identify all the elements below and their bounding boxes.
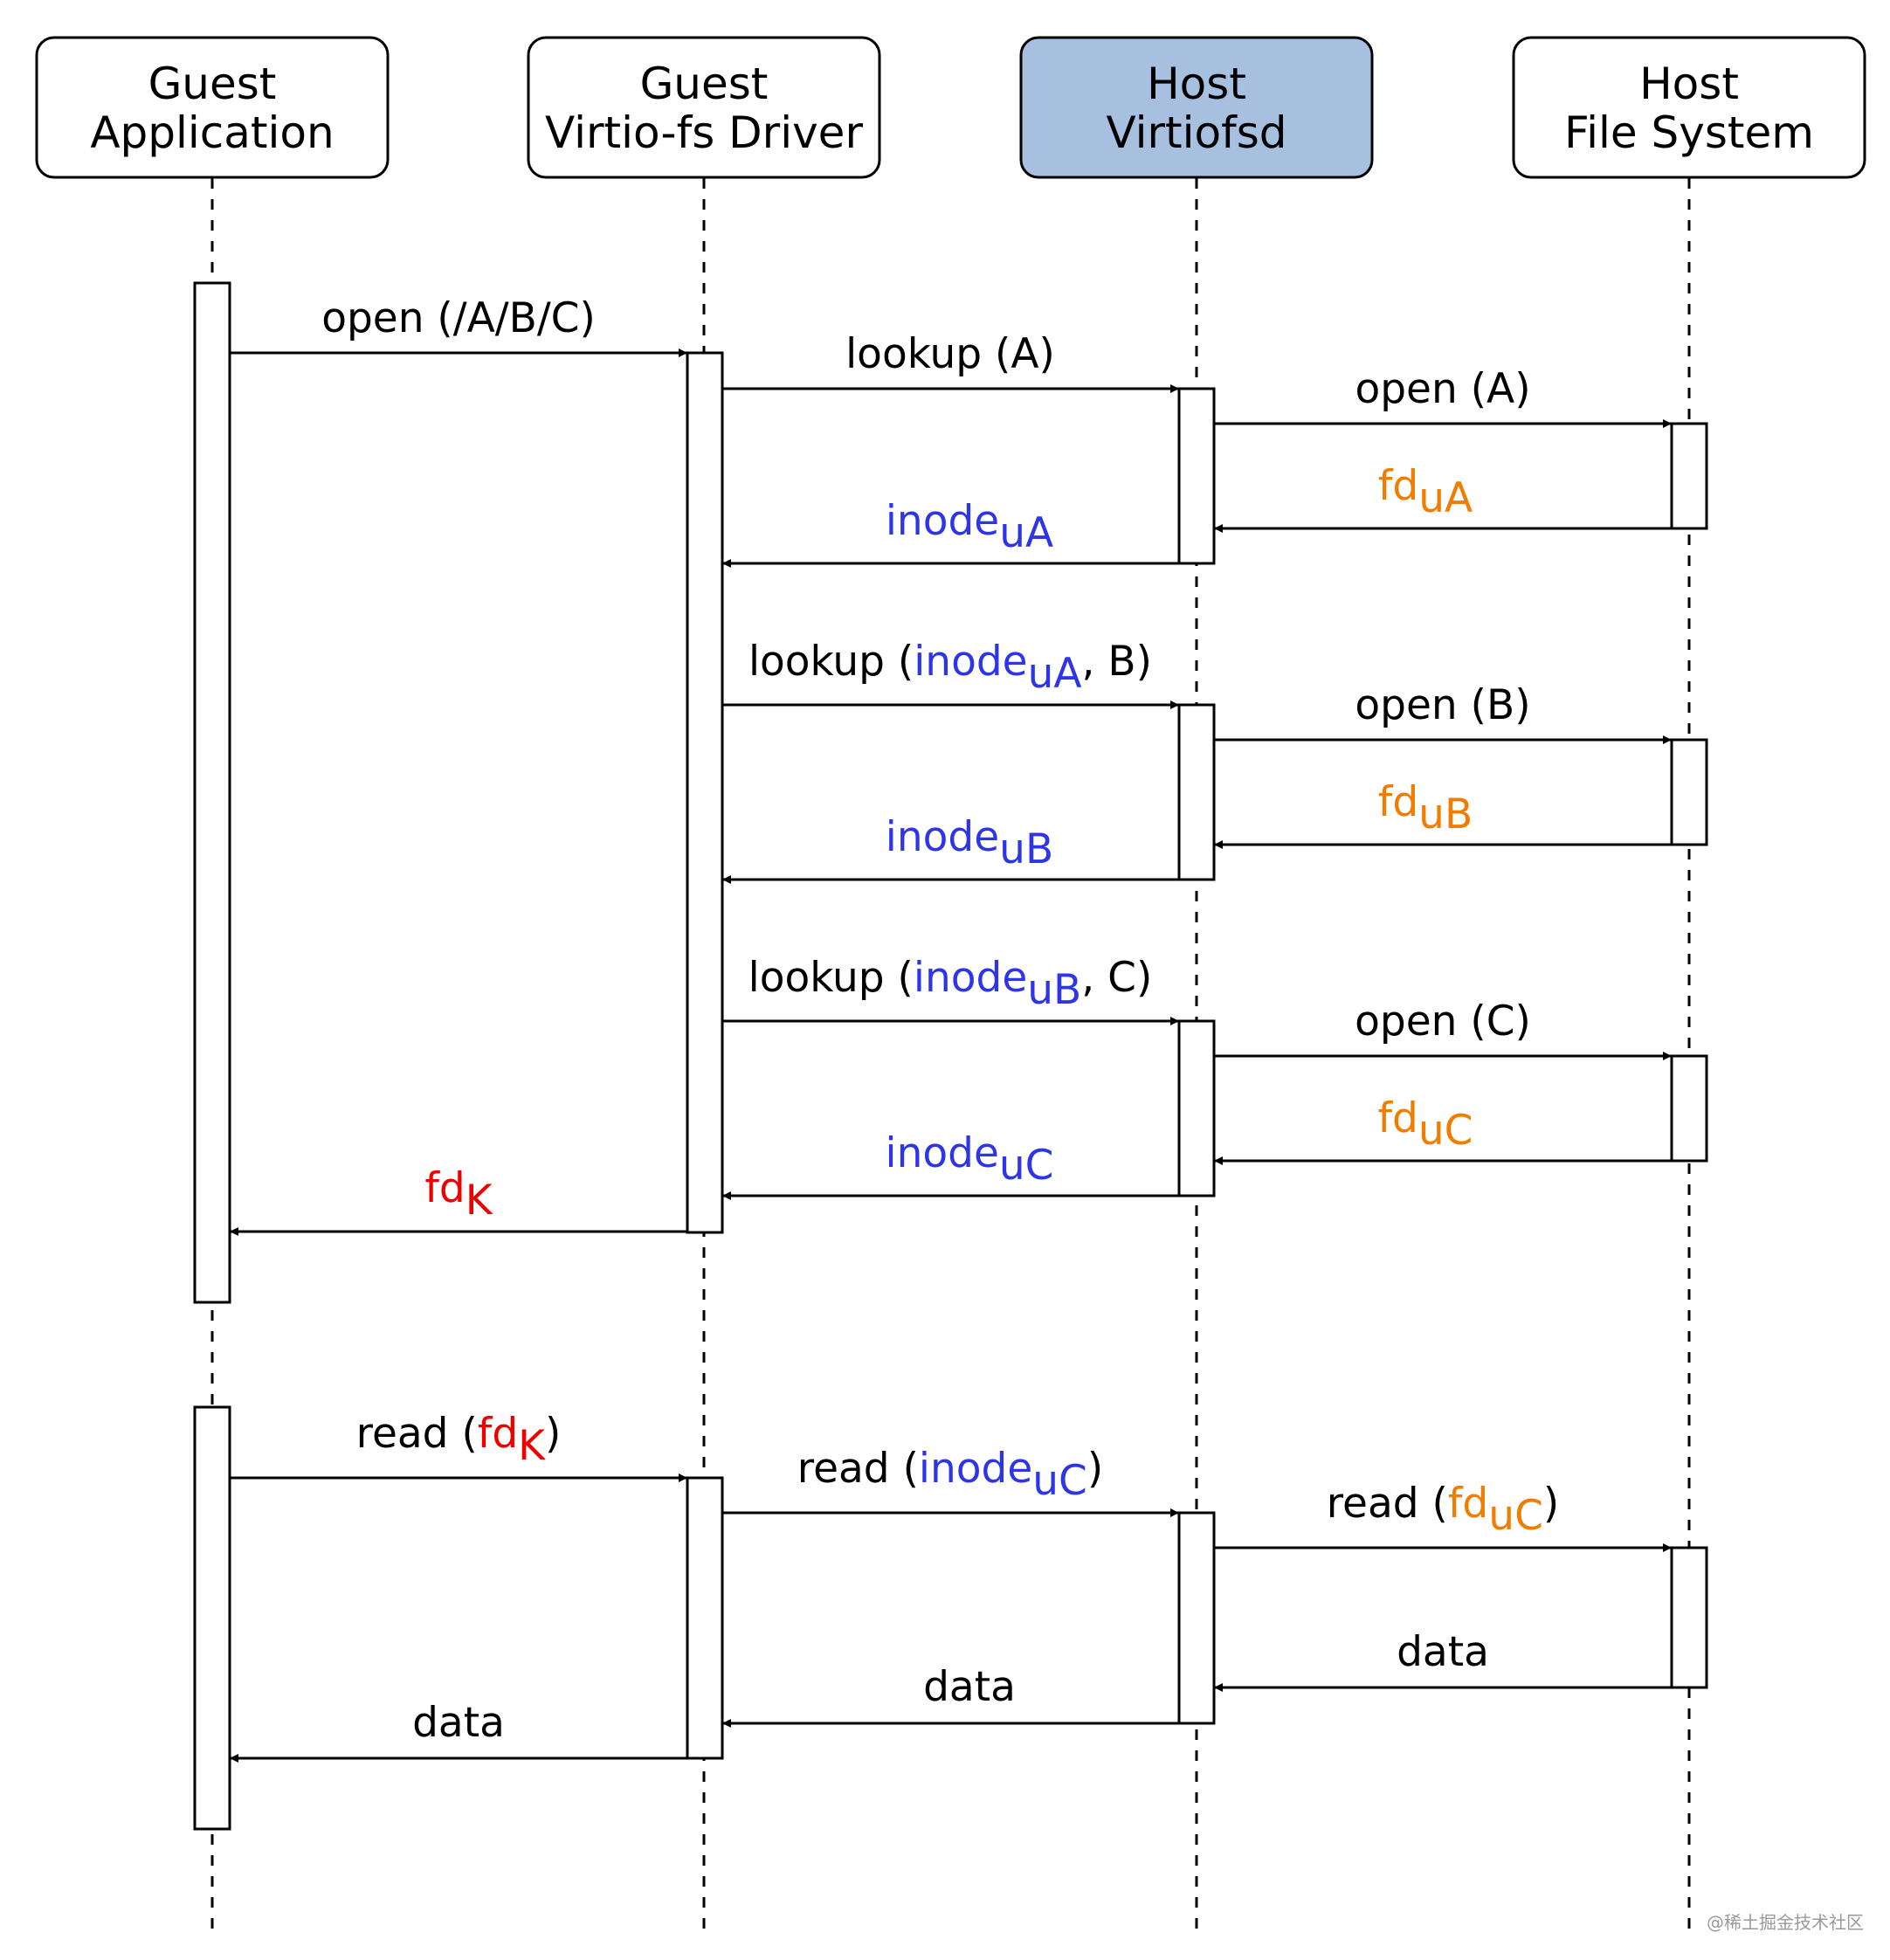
activation-bar — [686, 1476, 724, 1760]
label-subscript: uC — [1032, 1457, 1087, 1505]
label-subscript: uB — [1418, 790, 1473, 839]
label-text: lookup ( — [748, 638, 914, 686]
participant-label-line1: Host — [1639, 59, 1739, 109]
label-text: open (C) — [1355, 997, 1531, 1046]
activation-bar — [686, 351, 724, 1234]
activation-bar — [193, 281, 231, 1304]
label-text: inode — [914, 954, 1027, 1002]
participant-label-line1: Host — [1147, 59, 1246, 109]
label-subscript: uB — [1027, 966, 1081, 1014]
label-text: ) — [545, 1410, 561, 1458]
label-text: data — [1397, 1628, 1489, 1676]
label-text: fd — [1378, 778, 1418, 826]
label-text: , B) — [1082, 638, 1152, 686]
label-text: ) — [1543, 1480, 1559, 1528]
message-label-data-vfsd: data — [923, 1663, 1016, 1711]
activation-bar — [1177, 387, 1216, 565]
message-label-lookup-b: lookup (inodeuA, B) — [748, 638, 1152, 698]
participant-box — [1512, 36, 1866, 179]
label-text: , C) — [1081, 954, 1152, 1002]
label-subscript: uC — [1418, 1107, 1473, 1155]
label-text: read ( — [1327, 1480, 1448, 1528]
label-text: ) — [1087, 1445, 1103, 1493]
label-subscript: uC — [999, 1142, 1054, 1190]
label-subscript: uC — [1488, 1492, 1543, 1540]
label-text: inode — [914, 638, 1027, 686]
message-label-fd-ua: fduA — [1378, 462, 1473, 522]
label-text: inode — [886, 1129, 999, 1177]
message-label-open-b: open (B) — [1355, 681, 1530, 729]
label-text: read ( — [356, 1410, 478, 1458]
participant-label-line2: Virtio-fs Driver — [545, 107, 863, 158]
participant-label-line2: File System — [1564, 107, 1814, 158]
activation-bar — [1670, 1546, 1708, 1689]
label-text: inode — [919, 1445, 1032, 1493]
label-text: fd — [1378, 462, 1418, 510]
activation-bar — [193, 1405, 231, 1831]
message-label-lookup-a: lookup (A) — [845, 330, 1055, 378]
label-text: data — [412, 1699, 505, 1747]
label-text: inode — [886, 813, 999, 861]
message-label-inode-ua: inodeuA — [886, 497, 1053, 557]
label-subscript: uA — [1418, 474, 1473, 522]
message-arrows — [230, 349, 1672, 1763]
message-label-data-fs: data — [1397, 1628, 1489, 1676]
message-label-inode-ub: inodeuB — [886, 813, 1053, 873]
label-text: fd — [478, 1410, 518, 1458]
label-text: fd — [424, 1164, 465, 1212]
message-label-read-fd-k: read (fdK) — [356, 1410, 562, 1470]
participant-guest-driver: Guest Virtio-fs Driver — [527, 36, 881, 179]
participant-box — [35, 36, 390, 179]
message-label-read-fd-uc: read (fduC) — [1327, 1480, 1559, 1540]
participant-box — [527, 36, 881, 179]
label-subscript: uB — [999, 825, 1053, 873]
message-label-open-a: open (A) — [1355, 365, 1530, 413]
message-labels: open (/A/B/C) lookup (A) open (A) fduA i… — [321, 294, 1559, 1747]
label-text: fd — [1448, 1480, 1488, 1528]
participant-label-line2: Virtiofsd — [1106, 107, 1286, 158]
label-subscript: uA — [1028, 650, 1082, 698]
participant-label-line2: Application — [90, 107, 334, 158]
watermark: @稀土掘金技术社区 — [1707, 1912, 1864, 1933]
label-subscript: K — [518, 1422, 546, 1470]
participant-label-line1: Guest — [148, 59, 277, 109]
participant-host-virtiofsd: Host Virtiofsd — [1019, 36, 1374, 179]
activation-bar — [1670, 738, 1708, 846]
label-text: open (A) — [1355, 365, 1530, 413]
label-text: data — [923, 1663, 1016, 1711]
activation-bar — [1670, 422, 1708, 530]
message-label-inode-uc: inodeuC — [886, 1129, 1054, 1190]
message-label-lookup-c: lookup (inodeuB, C) — [748, 954, 1153, 1014]
participant-box — [1019, 36, 1374, 179]
label-text: lookup ( — [748, 954, 914, 1002]
label-subscript: K — [466, 1177, 493, 1225]
message-label-fd-ub: fduB — [1378, 778, 1473, 839]
label-text: fd — [1378, 1094, 1418, 1142]
activation-bar — [1177, 1511, 1216, 1725]
message-label-read-inode: read (inodeuC) — [797, 1445, 1103, 1505]
label-text: open (/A/B/C) — [321, 294, 596, 342]
participant-guest-app: Guest Application — [35, 36, 390, 179]
message-label-fd-uc: fduC — [1378, 1094, 1473, 1155]
label-subscript: uA — [999, 509, 1053, 557]
label-text: read ( — [797, 1445, 919, 1493]
activation-bar — [1670, 1054, 1708, 1163]
message-label-fd-k: fdK — [424, 1164, 493, 1225]
label-text: lookup (A) — [845, 330, 1055, 378]
label-text: inode — [886, 497, 999, 545]
activation-bar — [1177, 703, 1216, 881]
label-text: open (B) — [1355, 681, 1530, 729]
message-label-data-driver: data — [412, 1699, 505, 1747]
activation-bars — [193, 281, 1708, 1831]
message-label-open-c: open (C) — [1355, 997, 1531, 1046]
participant-host-fs: Host File System — [1512, 36, 1866, 179]
activation-bar — [1177, 1019, 1216, 1197]
message-label-open-path: open (/A/B/C) — [321, 294, 596, 342]
participant-label-line1: Guest — [640, 59, 769, 109]
